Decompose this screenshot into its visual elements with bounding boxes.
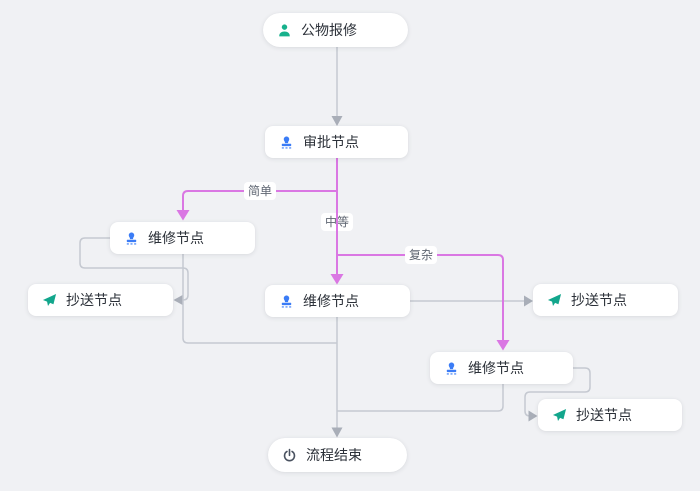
node-repair-left[interactable]: 维修节点 [110,222,255,254]
branch-line-overlay [336,212,338,234]
edge-repair-right-to-cc-bottom [524,367,591,422]
stamp-icon [123,230,139,246]
edge-repair-left-to-end [182,254,337,344]
node-label: 维修节点 [303,293,359,309]
node-label: 公物报修 [301,22,357,38]
user-icon [276,22,292,38]
node-label: 审批节点 [303,134,359,150]
node-start[interactable]: 公物报修 [263,13,408,47]
node-label: 维修节点 [468,360,524,376]
node-repair-right[interactable]: 维修节点 [430,352,573,384]
node-repair-mid[interactable]: 维修节点 [265,285,410,317]
edge-start-to-approval [331,47,343,126]
power-icon [281,447,297,463]
paper-plane-icon [41,292,57,308]
node-cc-left[interactable]: 抄送节点 [28,284,173,316]
edge-repair-mid-to-end [331,317,343,438]
edge-branch-complex-to-repair-right [337,254,510,351]
stamp-icon [443,360,459,376]
node-label: 抄送节点 [66,292,122,308]
stamp-icon [278,293,294,309]
branch-label-complex: 复杂 [404,246,438,264]
stamp-icon [278,134,294,150]
node-label: 抄送节点 [571,292,627,308]
node-label: 流程结束 [306,447,362,463]
node-approval[interactable]: 审批节点 [265,126,408,158]
node-cc-right[interactable]: 抄送节点 [533,284,678,316]
paper-plane-icon [551,407,567,423]
edge-repair-mid-to-cc-right [410,295,533,307]
node-label: 抄送节点 [576,407,632,423]
node-cc-bottom[interactable]: 抄送节点 [538,399,682,431]
branch-label-simple: 简单 [243,182,277,200]
node-label: 维修节点 [148,230,204,246]
edge-branch-simple-to-repair-left [176,190,337,221]
edge-repair-right-to-end [337,384,504,412]
paper-plane-icon [546,292,562,308]
edge-repair-left-to-cc-left [79,237,189,306]
node-end[interactable]: 流程结束 [268,438,407,472]
